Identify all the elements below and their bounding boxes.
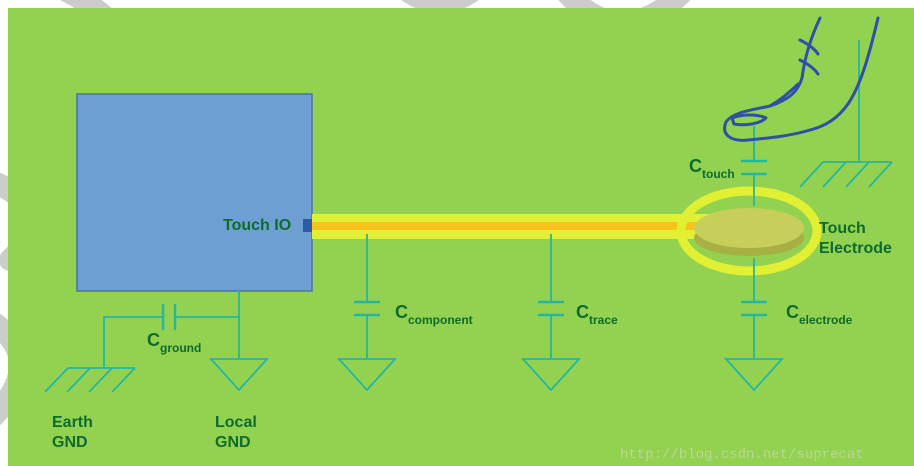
deco-arc-2: [402, 0, 478, 14]
c-component-label: Ccomponent: [395, 302, 473, 327]
chassis-ground-icon: [799, 161, 893, 188]
c-electrode-label: Celectrode: [786, 302, 853, 327]
signal-ground-icon: [520, 358, 582, 392]
capacitor-plates: [161, 159, 767, 330]
local-gnd-label-line2: GND: [215, 434, 251, 451]
signal-ground-icon: [336, 358, 398, 392]
wire-earth-link: [103, 316, 163, 368]
c-trace-symbol: C: [576, 302, 589, 322]
electrode-glow: [676, 186, 822, 276]
earth-gnd-label-line1: Earth: [52, 414, 93, 431]
earth-ground-hatch: [66, 367, 91, 393]
c-electrode-symbol: C: [786, 302, 799, 322]
touch-io-label: Touch IO: [223, 217, 291, 234]
c-touch-label: Ctouch: [689, 156, 735, 181]
trace-core: [312, 222, 732, 230]
c-touch-symbol: C: [689, 156, 702, 176]
electrode-disc: [694, 208, 804, 248]
earth-ground-hatch: [111, 367, 136, 393]
c-touch-subscript: touch: [702, 167, 735, 181]
finger-crease: [798, 58, 820, 76]
c-electrode-subscript: electrode: [799, 313, 853, 327]
finger-outline: [723, 16, 880, 142]
c-ground-symbol: C: [147, 330, 160, 350]
finger-nail: [730, 113, 768, 127]
signal-ground-icon: [723, 358, 785, 392]
chassis-ground-hatch: [845, 161, 870, 188]
c-ground-subscript: ground: [160, 341, 201, 355]
circuit-wires: [103, 40, 860, 368]
c-trace-label: Ctrace: [576, 302, 618, 327]
finger-icon: [723, 16, 880, 142]
finger-crease: [798, 38, 820, 56]
earth-gnd-label-line2: GND: [52, 434, 88, 451]
ground-symbols: [208, 358, 785, 392]
c-trace-subscript: trace: [589, 313, 618, 327]
touch-io-pin: [303, 219, 313, 232]
watermark: http://blog.csdn.net/suprecat: [620, 447, 864, 463]
local-gnd-label-line1: Local: [215, 414, 257, 431]
earth-ground-hatch: [88, 367, 113, 393]
electrode-label-line2: Electrode: [819, 240, 892, 257]
c-component-subscript: component: [408, 313, 473, 327]
chassis-ground-hatch: [868, 161, 893, 188]
finger-knuckle: [768, 82, 800, 108]
microcontroller-block: [76, 93, 313, 292]
c-component-symbol: C: [395, 302, 408, 322]
electrode-label-line1: Touch: [819, 220, 866, 237]
chassis-ground-hatch: [799, 161, 824, 188]
chassis-ground-hatch: [822, 161, 847, 188]
earth-ground-hatch: [44, 367, 69, 393]
signal-ground-icon: [208, 358, 270, 392]
c-ground-label: Cground: [147, 330, 201, 355]
earth-ground-icon: [44, 367, 136, 393]
